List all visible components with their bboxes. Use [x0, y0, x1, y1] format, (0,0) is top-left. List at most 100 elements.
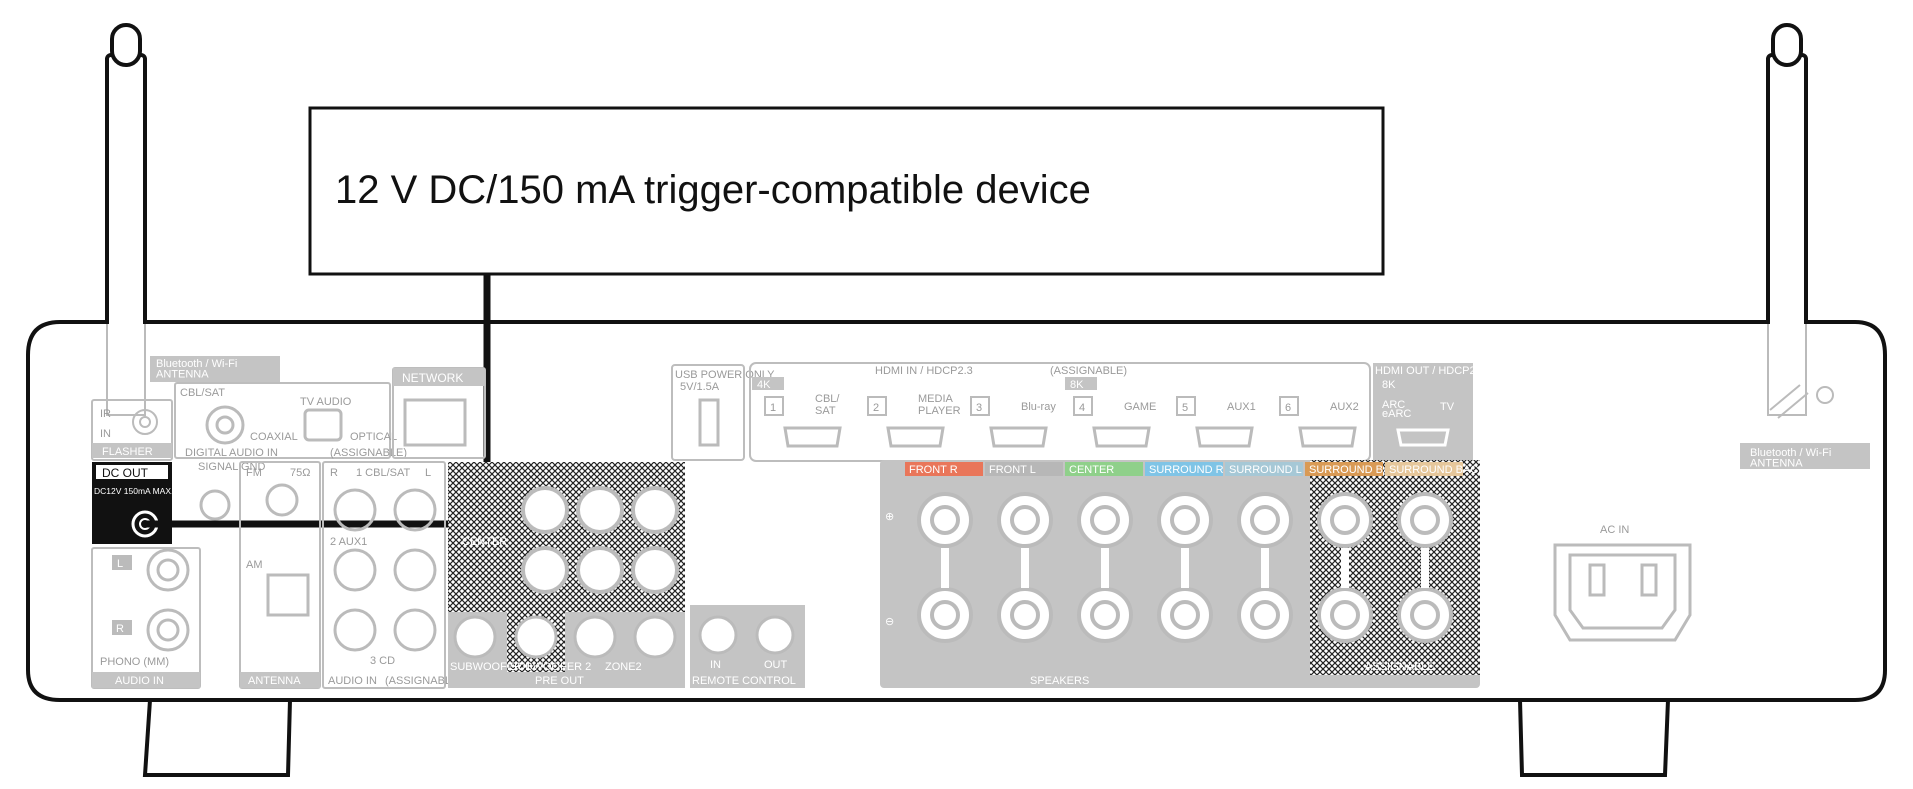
remote-in-jack[interactable]	[698, 615, 738, 655]
remote-control-title: REMOTE CONTROL	[692, 675, 796, 687]
hdmi-in-connector[interactable]	[1195, 426, 1254, 448]
speaker-terminal-plus[interactable]	[1397, 492, 1453, 548]
hdmi-in-port-number: 3	[976, 402, 982, 414]
speakers-assignable: ASSIGNABLE	[1365, 661, 1435, 673]
ethernet-port[interactable]	[403, 398, 467, 447]
ac-in-label: AC IN	[1600, 524, 1629, 536]
pre-out-jack-6[interactable]	[631, 546, 679, 594]
audio-in-aux-l-jack[interactable]	[393, 548, 437, 592]
digital-audio-in-title: DIGITAL AUDIO IN	[185, 447, 278, 459]
ac-inlet[interactable]	[1568, 553, 1677, 630]
phono-r-jack[interactable]	[146, 608, 190, 652]
audio-in-phono-section: L R PHONO (MM) AUDIO IN	[91, 547, 201, 689]
hdmi-in-port-number: 4	[1079, 402, 1085, 414]
hdmi-in-port-name: AUX1	[1227, 401, 1256, 413]
speaker-terminal-minus[interactable]	[997, 587, 1053, 643]
audio-in-cd-r-jack[interactable]	[333, 608, 377, 652]
speaker-terminal-minus[interactable]	[917, 587, 973, 643]
hdmi-in-connector[interactable]	[1092, 426, 1151, 448]
speaker-channel-label: SURROUND L	[1229, 464, 1302, 476]
speaker-terminal-plus[interactable]	[917, 492, 973, 548]
audio-in-cbl-l-jack[interactable]	[393, 488, 437, 532]
fm-label: FM	[246, 467, 262, 479]
trigger-device-callout-text: 12 V DC/150 mA trigger-compatible device	[335, 168, 1091, 212]
flasher-jack[interactable]	[132, 409, 158, 435]
audio-in-cd-l-jack[interactable]	[393, 608, 437, 652]
remote-out-label: OUT	[764, 659, 788, 671]
audio-in-cbl-r-jack[interactable]	[333, 488, 377, 532]
speaker-terminal-plus[interactable]	[1157, 492, 1213, 548]
speaker-terminal-plus[interactable]	[1077, 492, 1133, 548]
speaker-terminal-minus[interactable]	[1077, 587, 1133, 643]
optical-jack[interactable]	[303, 408, 343, 442]
audio-in-mid-r-label: R	[330, 467, 338, 479]
antenna-title: ANTENNA	[248, 675, 301, 687]
pre-out-jack-2[interactable]	[576, 486, 624, 534]
coaxial-jack[interactable]	[205, 405, 245, 445]
hdmi-in-port-6: 6 AUX2	[1279, 396, 1359, 448]
speaker-terminal-plus[interactable]	[997, 492, 1053, 548]
pre-out-jack-1[interactable]	[521, 486, 569, 534]
pre-out-jack-3[interactable]	[631, 486, 679, 534]
speakers-section: FRONT R FRONT L CENTER SURROUND R SURROUND L…	[880, 460, 1495, 688]
subwoofer-1-jack[interactable]	[453, 615, 497, 659]
digital-cbl-sat-label: CBL/SAT	[180, 387, 225, 399]
hdmi-in-port-4: 4 GAME	[1073, 396, 1156, 448]
hdmi-out-title: HDMI OUT / HDCP2.3	[1375, 365, 1485, 377]
speaker-terminal-minus[interactable]	[1397, 587, 1453, 643]
speaker-channel-color-band	[1385, 462, 1463, 476]
speaker-channel-label: FRONT L	[989, 464, 1036, 476]
pre-out-center-label: CENTER	[462, 536, 507, 548]
signal-gnd-terminal[interactable]	[199, 489, 231, 521]
remote-out-jack[interactable]	[755, 615, 795, 655]
hdmi-in-port-name: GAME	[1124, 401, 1156, 413]
audio-in-left-title: AUDIO IN	[115, 675, 164, 687]
hdmi-in-port-5: 5 AUX1	[1176, 396, 1256, 448]
signal-gnd-label: SIGNAL GND	[198, 461, 265, 473]
speaker-channel-label: FRONT R	[909, 464, 958, 476]
hdmi-in-section: HDMI IN / HDCP2.3 (ASSIGNABLE) 4K 8K 1CB…	[749, 362, 1371, 462]
hdmi-in-port-number: 1	[770, 402, 776, 414]
phono-l-label: L	[117, 558, 123, 570]
speaker-channel: FRONT R	[905, 462, 983, 643]
speaker-channel-label: SURROUND R	[1149, 464, 1224, 476]
usb-port[interactable]	[698, 398, 720, 447]
speaker-terminal-plus[interactable]	[1237, 492, 1293, 548]
hdmi-in-port-number: 5	[1182, 402, 1188, 414]
hdmi-out-8k-label: 8K	[1382, 379, 1396, 391]
hdmi-8k-badge: 8K	[1070, 379, 1084, 391]
audio-in-aux-r-jack[interactable]	[333, 548, 377, 592]
remote-control-section: IN OUT REMOTE CONTROL	[690, 605, 805, 688]
pre-out-jack-5[interactable]	[576, 546, 624, 594]
zone2-l-jack[interactable]	[573, 615, 617, 659]
hdmi-in-connector[interactable]	[989, 426, 1048, 448]
speaker-channel-label: CENTER	[1069, 464, 1114, 476]
hdmi-in-connector[interactable]	[886, 426, 945, 448]
speaker-terminal-minus[interactable]	[1237, 587, 1293, 643]
am-label: AM	[246, 559, 263, 571]
speaker-terminal-plus[interactable]	[1317, 492, 1373, 548]
hdmi-in-port-number: 6	[1285, 402, 1291, 414]
subwoofer-2-jack[interactable]	[514, 615, 558, 659]
zone2-r-jack[interactable]	[633, 615, 677, 659]
hdmi-out-port[interactable]	[1396, 428, 1450, 447]
am-antenna-terminal[interactable]	[266, 573, 310, 617]
speaker-terminal-minus[interactable]	[1317, 587, 1373, 643]
fm-antenna-jack[interactable]	[265, 483, 299, 517]
hdmi-in-connector[interactable]	[783, 426, 842, 448]
hdmi-in-port-number: 2	[873, 402, 879, 414]
network-title: NETWORK	[402, 371, 463, 385]
hdmi-in-connector[interactable]	[1298, 426, 1357, 448]
pre-out-jack-4[interactable]	[521, 546, 569, 594]
speaker-terminal-minus[interactable]	[1157, 587, 1213, 643]
phono-l-jack[interactable]	[146, 548, 190, 592]
hdmi-in-port-name: CBL/SAT	[815, 393, 840, 417]
hdmi-in-port-name: AUX2	[1330, 401, 1359, 413]
